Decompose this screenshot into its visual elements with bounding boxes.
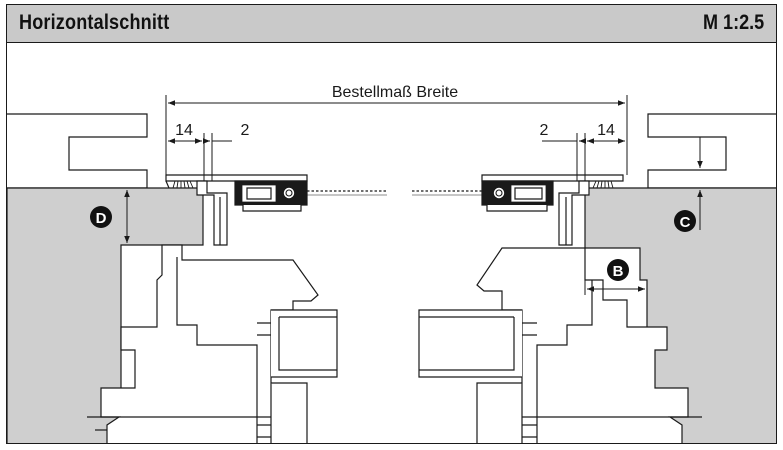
marker-d-label: D [96, 210, 107, 227]
drawing-title: Horizontalschnitt [19, 11, 170, 34]
title-bar: Horizontalschnitt M 1:2.5 [7, 5, 776, 43]
marker-d: D [90, 206, 112, 228]
right-outer-dimension: 14 [597, 122, 615, 139]
right-wall [584, 113, 776, 443]
horizontal-section-drawing: Bestellmaß Breite 14 2 2 14 D C B [7, 84, 776, 443]
marker-c-label: C [680, 214, 691, 231]
width-dimension-label: Bestellmaß Breite [332, 84, 458, 101]
left-inner-dimension: 2 [241, 122, 250, 139]
left-outer-dimension: 14 [175, 122, 193, 139]
marker-b-label: B [613, 263, 624, 280]
right-inner-dimension: 2 [540, 122, 549, 139]
right-door-profile [418, 247, 702, 443]
right-cassette-profile [412, 174, 624, 246]
marker-c: C [674, 210, 696, 232]
dimension-lines [121, 95, 712, 295]
left-door-profile [87, 244, 338, 443]
left-cassette-profile [165, 174, 387, 246]
marker-b: B [607, 259, 629, 281]
drawing-scale: M 1:2.5 [702, 11, 764, 34]
drawing-frame: Horizontalschnitt M 1:2.5 [6, 4, 777, 444]
